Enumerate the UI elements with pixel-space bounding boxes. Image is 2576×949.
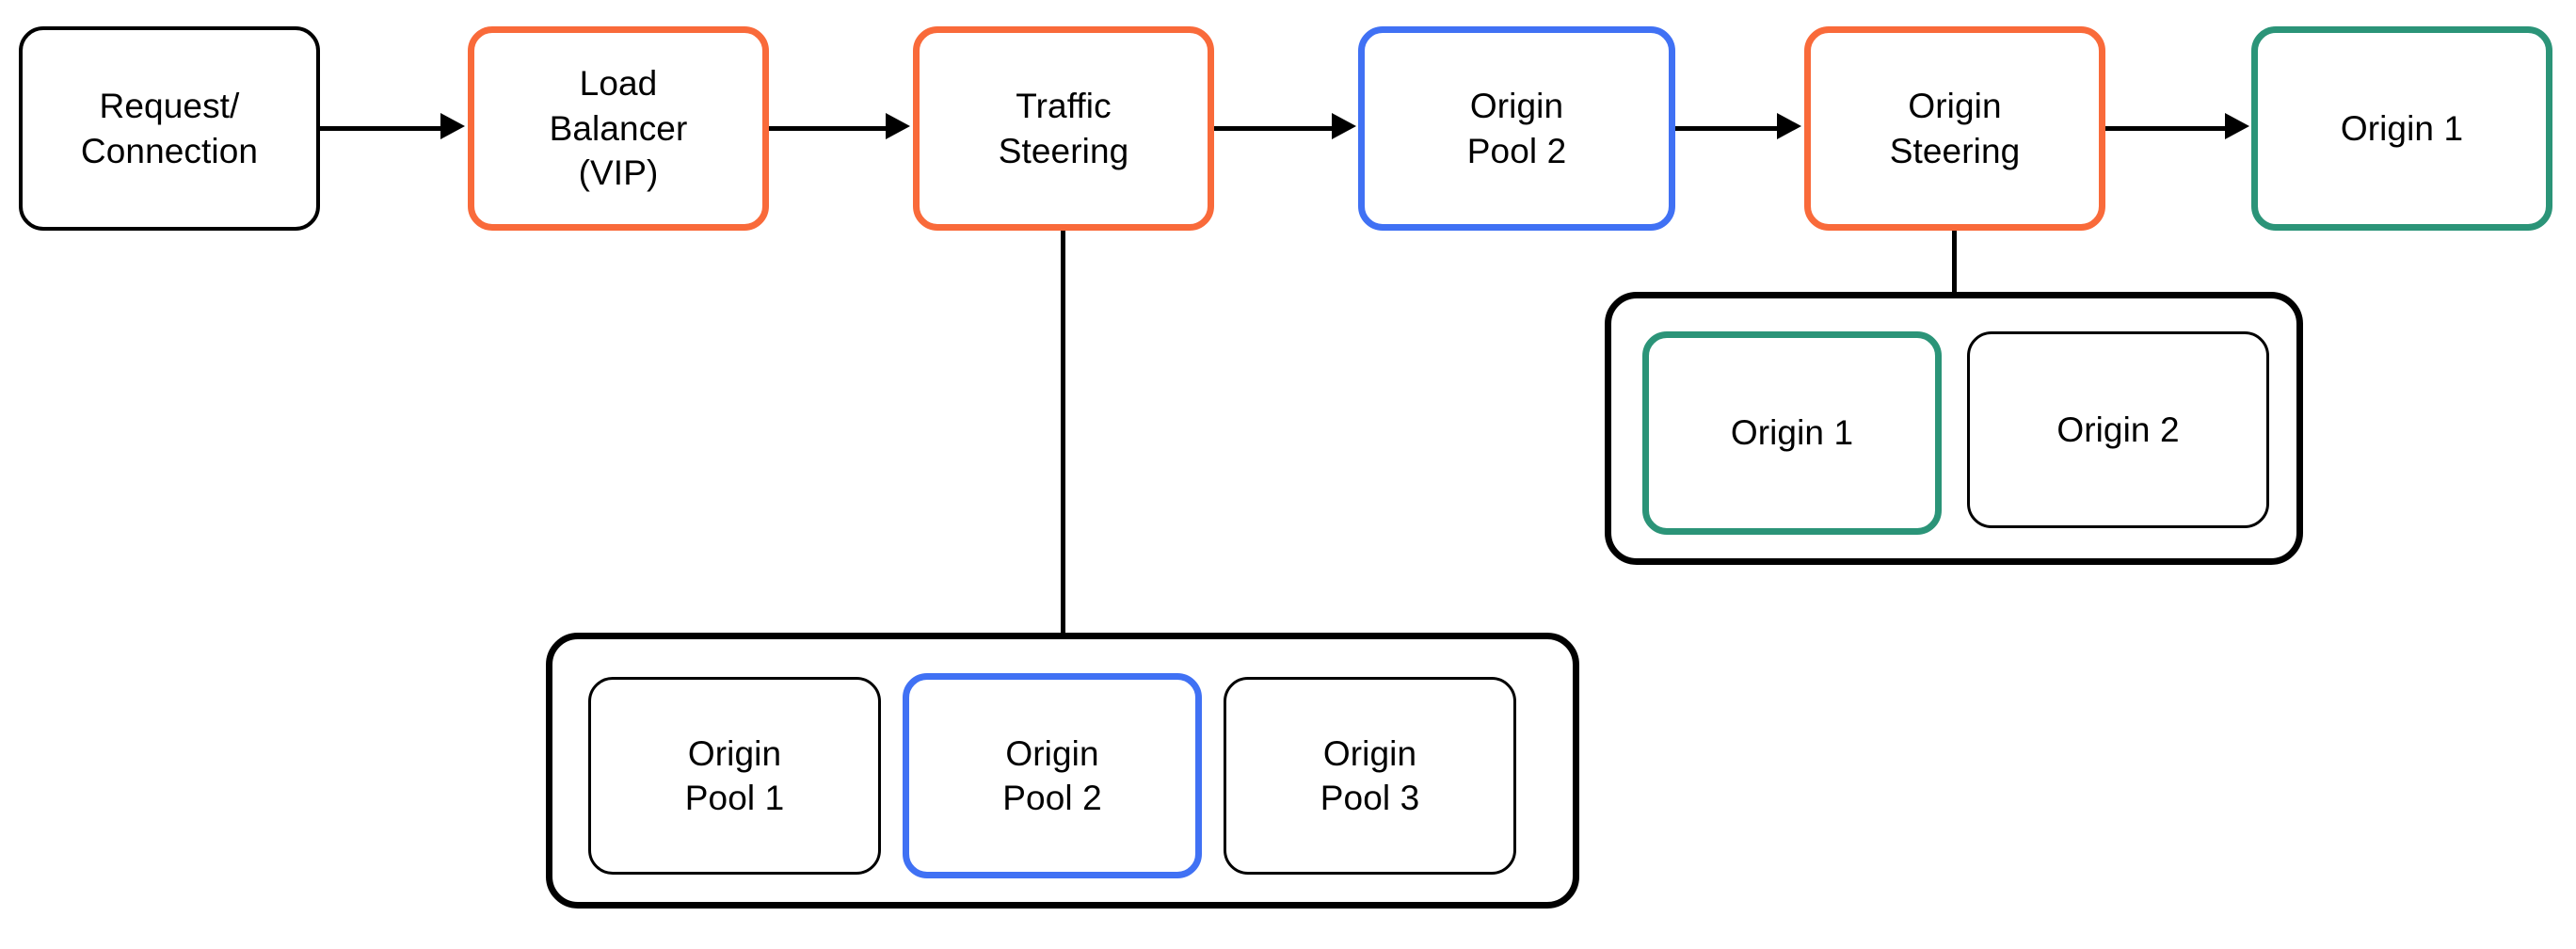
connector-load-balancer-to-traffic-steering [769, 126, 888, 131]
connector-origin-pool-2-to-origin-steering [1675, 126, 1779, 131]
origin-group-container: Origin 1 Origin 2 [1605, 292, 2303, 565]
node-origin-steering[interactable]: Origin Steering [1804, 26, 2105, 231]
pool-group-item-origin-pool-2[interactable]: Origin Pool 2 [903, 673, 1202, 878]
pool-group-container: Origin Pool 1 Origin Pool 2 Origin Pool … [546, 633, 1579, 909]
connector-request-to-load-balancer [320, 126, 442, 131]
node-origin-pool-2[interactable]: Origin Pool 2 [1358, 26, 1675, 231]
arrowhead-icon-origin-pool-2-to-origin-steering [1777, 113, 1801, 139]
connector-traffic-steering-to-pool-group [1061, 231, 1065, 635]
node-request-connection[interactable]: Request/ Connection [19, 26, 320, 231]
origin-group-item-origin-2[interactable]: Origin 2 [1967, 331, 2269, 528]
node-traffic-steering[interactable]: Traffic Steering [913, 26, 1214, 231]
pool-group-item-origin-pool-1[interactable]: Origin Pool 1 [588, 677, 881, 875]
node-load-balancer-vip[interactable]: Load Balancer (VIP) [468, 26, 769, 231]
arrowhead-icon-traffic-steering-to-origin-pool-2 [1332, 113, 1356, 139]
connector-traffic-steering-to-origin-pool-2 [1214, 126, 1334, 131]
arrowhead-icon-load-balancer-to-traffic-steering [886, 113, 910, 139]
pool-group-item-origin-pool-3[interactable]: Origin Pool 3 [1224, 677, 1516, 875]
arrowhead-icon-request-to-load-balancer [440, 113, 465, 139]
origin-group-item-origin-1[interactable]: Origin 1 [1642, 331, 1942, 535]
connector-origin-steering-to-origin-1 [2105, 126, 2227, 131]
arrowhead-icon-origin-steering-to-origin-1 [2225, 113, 2249, 139]
connector-origin-steering-to-origin-group [1952, 231, 1957, 295]
node-origin-1[interactable]: Origin 1 [2251, 26, 2552, 231]
